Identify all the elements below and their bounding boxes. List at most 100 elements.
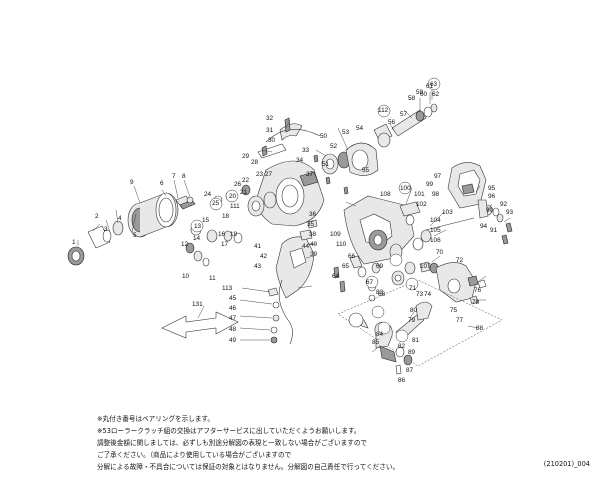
part-label: 32 — [266, 115, 274, 122]
part-label: 11 — [209, 275, 216, 282]
note-line: 分解による故障・不具合については保証の対象とはなりません。分解図の自己責任で行っ… — [97, 463, 400, 472]
pinion-group — [313, 103, 438, 195]
part-label: 37 — [306, 171, 314, 178]
part-label: 66 — [348, 253, 356, 260]
part-label: 55 — [362, 167, 370, 174]
part-label: 34 — [296, 157, 304, 164]
part-label: 2 — [95, 213, 99, 220]
part-label: 105 — [430, 227, 441, 234]
part-label: 110 — [336, 241, 347, 248]
part-label: 76 — [474, 287, 482, 294]
spool-group — [67, 192, 196, 266]
part-label: 93 — [506, 209, 514, 216]
note-line: 調整後金額に関しましては、必ずしも別途分解図の表現と一致しない場合がございますの… — [97, 439, 368, 448]
part-label: 84 — [376, 331, 384, 338]
bearing-markers — [190, 77, 441, 343]
part-label: 19 — [230, 231, 238, 238]
part-label: 104 — [430, 217, 441, 224]
note-line: ※53ローラークラッチ組の交換はアフターサービスに出していただくようお願いします… — [97, 427, 361, 436]
part-label: 45 — [229, 295, 237, 302]
part-label: 92 — [500, 201, 508, 208]
part-label: 68 — [378, 291, 386, 298]
note-line: ご了承ください。（商品により使用している場合がございますので — [97, 451, 292, 460]
part-label: 18 — [222, 213, 230, 220]
part-label: 77 — [456, 317, 464, 324]
part-label: 94 — [480, 223, 488, 230]
part-label: 71 — [409, 285, 417, 292]
part-label: 106 — [430, 237, 441, 244]
part-label: 78 — [472, 299, 480, 306]
part-label: 97 — [434, 173, 442, 180]
part-label: 111 — [230, 203, 240, 210]
part-labels: 1 2 3 4 5 6 7 8 9 10 11 12 13 14 15 16 1… — [72, 81, 514, 384]
part-label: 5 — [133, 232, 137, 239]
part-label: 44 — [302, 243, 310, 250]
part-label: 88 — [476, 325, 484, 332]
part-label: 65 — [342, 263, 350, 270]
cover-group — [435, 162, 513, 305]
part-label: 10 — [182, 273, 190, 280]
part-label: 52 — [330, 143, 338, 150]
part-label: 61 — [426, 83, 434, 90]
tool-group — [161, 311, 239, 339]
part-label: 16 — [218, 231, 226, 238]
gearbox-group — [333, 195, 475, 302]
part-label: 96 — [488, 193, 496, 200]
part-label: 131 — [192, 301, 203, 308]
part-label: 24 — [204, 191, 212, 198]
part-label: 56 — [388, 119, 396, 126]
part-label: 22 — [242, 177, 250, 184]
part-label: 7 — [172, 173, 176, 180]
part-label: 60 — [420, 91, 428, 98]
part-label: 38 — [309, 231, 317, 238]
part-label: 49 — [229, 337, 237, 344]
part-label: 99 — [426, 181, 434, 188]
part-label: 107 — [420, 263, 431, 270]
document-code: (210201)_004 — [543, 460, 590, 468]
part-label: 9 — [130, 179, 134, 186]
part-label: 80 — [410, 307, 418, 314]
part-label: 13 — [194, 223, 202, 230]
part-label: 62 — [432, 91, 440, 98]
part-label: 95 — [488, 185, 496, 192]
part-label: 26 — [234, 181, 242, 188]
part-label: 28 — [251, 159, 259, 166]
part-label: 1 — [72, 239, 76, 246]
part-label: 86 — [398, 377, 406, 384]
part-label: 29 — [242, 153, 250, 160]
part-label: 74 — [424, 291, 432, 298]
part-label: 75 — [450, 307, 458, 314]
part-label: 40 — [310, 241, 318, 248]
part-label: 3 — [104, 226, 108, 233]
part-label: 25 — [212, 200, 220, 207]
part-label: 54 — [356, 125, 364, 132]
part-label: 31 — [266, 127, 274, 134]
part-label: 4 — [118, 215, 122, 222]
part-label: 48 — [229, 326, 237, 333]
part-label: 72 — [456, 257, 464, 264]
part-label: 57 — [400, 111, 408, 118]
part-label: 91 — [490, 227, 498, 234]
body-group — [185, 117, 325, 345]
part-label: 81 — [412, 337, 420, 344]
part-label: 33 — [302, 147, 310, 154]
note-line: ※丸付き番号はベアリングを示します。 — [97, 415, 214, 423]
part-label: 73 — [416, 291, 424, 298]
part-label: 101 — [414, 191, 425, 198]
part-label: 35 — [307, 221, 315, 228]
part-label: 17 — [221, 241, 229, 248]
part-label: 12 — [181, 241, 189, 248]
part-label: 53 — [342, 129, 350, 136]
part-label: 41 — [254, 243, 262, 250]
part-label: 108 — [380, 191, 391, 198]
part-label: 113 — [222, 285, 233, 292]
notes-block: ※丸付き番号はベアリングを示します。 ※53ローラークラッチ組の交換はアフターサ… — [97, 413, 517, 473]
part-label: 83 — [376, 289, 384, 296]
part-label: 90 — [486, 207, 494, 214]
part-label: 102 — [416, 201, 427, 208]
part-label: 103 — [442, 209, 453, 216]
part-label: 27 — [265, 171, 273, 178]
part-label: 100 — [400, 185, 411, 192]
part-label: 14 — [193, 235, 201, 242]
part-label: 59 — [416, 89, 424, 96]
